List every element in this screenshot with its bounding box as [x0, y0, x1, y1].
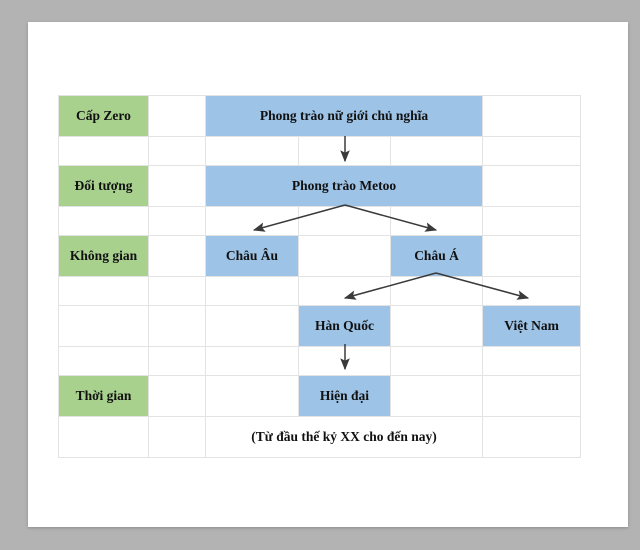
- spacer-cell-arrow-lane: [482, 276, 582, 306]
- spacer-cell: [148, 346, 206, 376]
- spacer-cell: [58, 276, 149, 306]
- spacer-cell-arrow-lane: [389, 276, 484, 306]
- spacer-cell: [58, 206, 149, 236]
- spacer-cell-arrow-lane: [298, 206, 391, 236]
- spacer-cell: [148, 235, 206, 277]
- node-cell-viet-nam: Việt Nam: [482, 305, 582, 347]
- table-row: [58, 206, 582, 236]
- spacer-cell: [148, 276, 206, 306]
- category-cell-thoi-gian: Thời gian: [58, 375, 149, 417]
- spacer-cell: [482, 375, 582, 417]
- category-cell-khong-gian: Không gian: [58, 235, 149, 277]
- spacer-cell: [389, 305, 484, 347]
- spacer-cell: [482, 206, 582, 236]
- spacer-cell: [389, 346, 484, 376]
- spacer-cell: [58, 346, 149, 376]
- footnote-cell: (Từ đầu thế kỷ XX cho đến nay): [204, 416, 484, 458]
- hierarchy-diagram: Cấp Zero Phong trào nữ giới chủ nghĩa: [58, 95, 582, 458]
- spacer-cell: [482, 136, 582, 166]
- table-row: Đối tượng Phong trào Metoo: [58, 165, 582, 207]
- spacer-cell: [205, 346, 299, 376]
- table-row: (Từ đầu thế kỷ XX cho đến nay): [58, 416, 582, 458]
- spacer-cell-arrow-lane: [298, 276, 391, 306]
- spacer-cell-arrow-lane: [205, 206, 299, 236]
- table-row: [58, 276, 582, 306]
- table-row: Thời gian Hiện đại: [58, 375, 582, 417]
- spacer-cell: [148, 165, 206, 207]
- node-cell-phong-trao-metoo: Phong trào Metoo: [204, 165, 484, 207]
- spacer-cell: [482, 165, 582, 207]
- spacer-cell: [482, 346, 582, 376]
- spacer-cell: [58, 305, 149, 347]
- table-row: [58, 346, 582, 376]
- spacer-cell: [58, 136, 149, 166]
- spacer-cell: [389, 136, 484, 166]
- spacer-cell-arrow-lane: [389, 206, 484, 236]
- table-row: Không gian Châu Âu Châu Á: [58, 235, 582, 277]
- node-cell-chau-au: Châu Âu: [205, 235, 299, 277]
- node-cell-hien-dai: Hiện đại: [298, 375, 391, 417]
- node-cell-phong-trao-nu-gioi: Phong trào nữ giới chủ nghĩa: [204, 95, 484, 137]
- diagram-grid: Cấp Zero Phong trào nữ giới chủ nghĩa: [58, 95, 582, 458]
- spacer-cell: [148, 375, 206, 417]
- spacer-cell: [58, 416, 149, 458]
- table-row: [58, 136, 582, 166]
- spacer-cell: [298, 235, 391, 277]
- document-page: Cấp Zero Phong trào nữ giới chủ nghĩa: [28, 22, 628, 527]
- spacer-cell: [148, 305, 206, 347]
- node-cell-han-quoc: Hàn Quốc: [298, 305, 391, 347]
- category-cell-cap-zero: Cấp Zero: [58, 95, 149, 137]
- category-cell-doi-tuong: Đối tượng: [58, 165, 149, 207]
- spacer-cell: [205, 305, 299, 347]
- node-cell-chau-a: Châu Á: [389, 235, 484, 277]
- table-row: Cấp Zero Phong trào nữ giới chủ nghĩa: [58, 95, 582, 137]
- spacer-cell: [205, 375, 299, 417]
- table-row: Hàn Quốc Việt Nam: [58, 305, 582, 347]
- spacer-cell: [205, 136, 299, 166]
- spacer-cell-arrow-lane: [298, 136, 391, 166]
- spacer-cell: [148, 416, 206, 458]
- spacer-cell: [482, 235, 582, 277]
- spacer-cell: [389, 375, 484, 417]
- spacer-cell: [148, 95, 206, 137]
- spacer-cell: [482, 95, 582, 137]
- spacer-cell-arrow-lane: [298, 346, 391, 376]
- spacer-cell: [148, 206, 206, 236]
- spacer-cell: [482, 416, 582, 458]
- spacer-cell: [205, 276, 299, 306]
- spacer-cell: [148, 136, 206, 166]
